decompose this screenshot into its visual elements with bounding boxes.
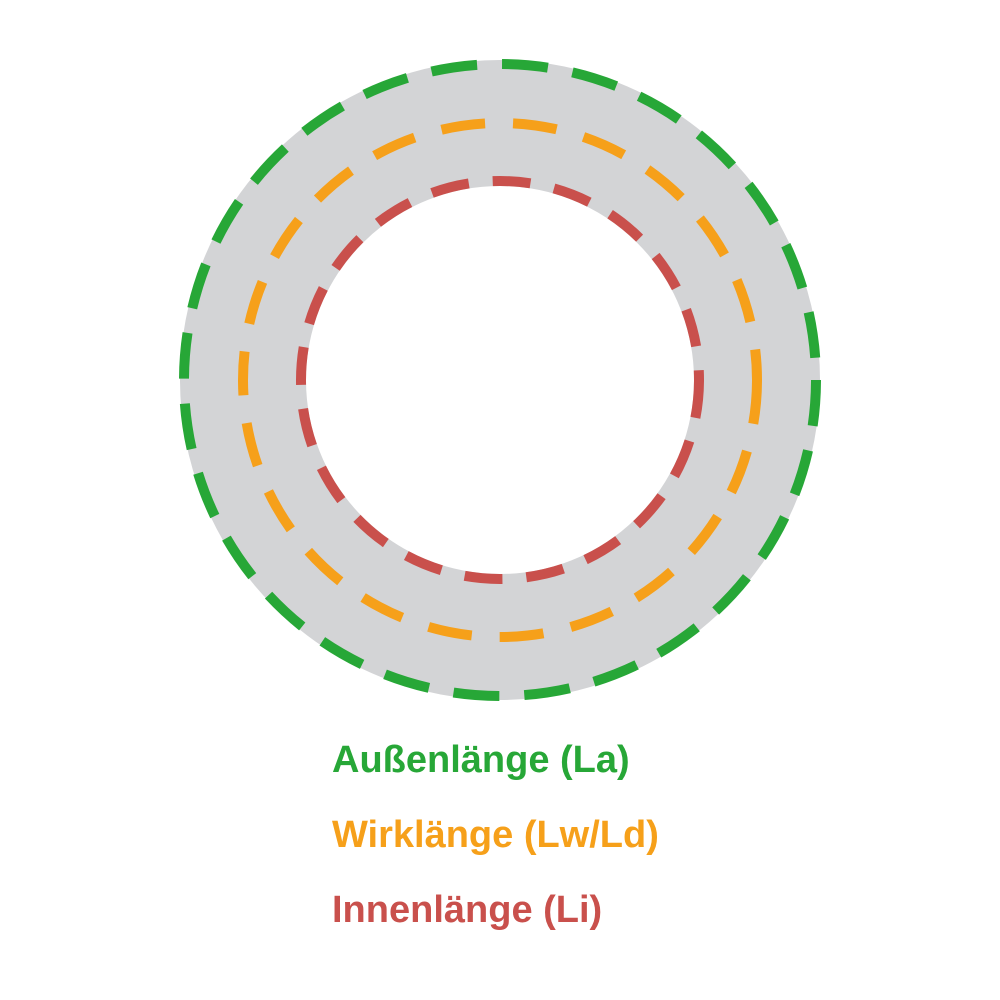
effective-length-circle <box>238 118 762 642</box>
inner-length-circle <box>296 176 704 584</box>
effective-length-label: Wirklänge (Lw/Ld) <box>332 814 659 856</box>
outer-length-circle <box>179 59 821 701</box>
outer-length-label: Außenlänge (La) <box>332 739 630 781</box>
inner-length-label: Innenlänge (Li) <box>332 889 602 931</box>
